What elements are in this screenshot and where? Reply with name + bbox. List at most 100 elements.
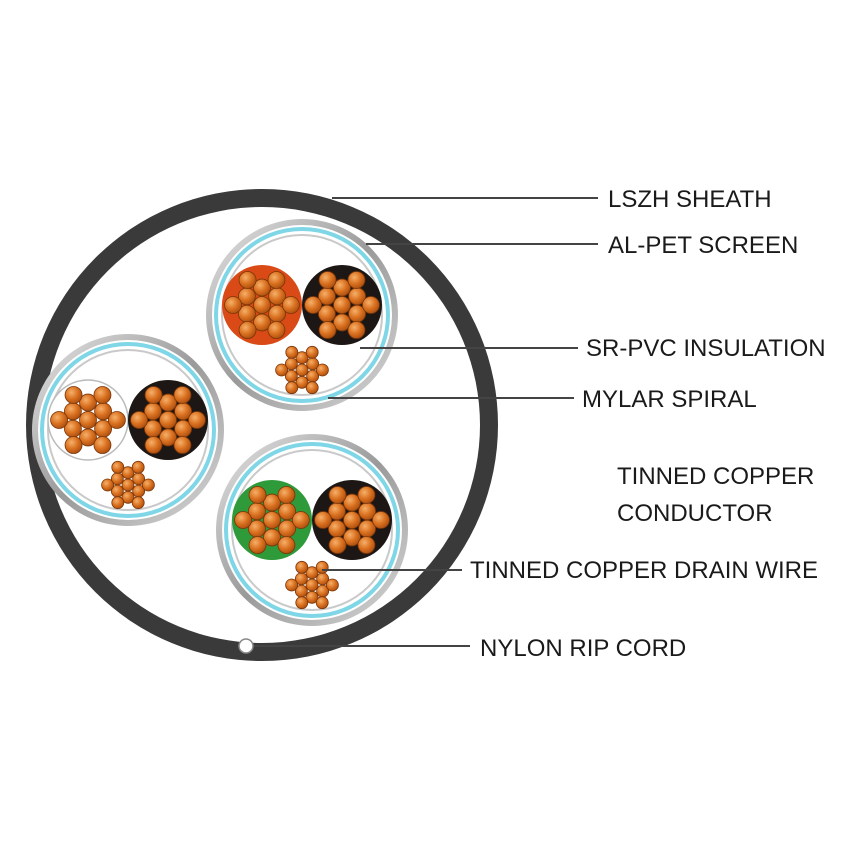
copper-strand — [238, 271, 257, 289]
label-al-pet-screen: AL-PET SCREEN — [608, 232, 798, 259]
copper-strand — [79, 411, 97, 429]
tinned-copper-drain-wire — [285, 560, 339, 610]
copper-strand — [187, 411, 206, 429]
copper-strand — [64, 386, 83, 404]
copper-strand — [371, 511, 390, 529]
copper-strand — [141, 478, 155, 492]
copper-strand — [277, 536, 296, 554]
nylon-rip-cord — [238, 638, 254, 654]
copper-strand — [253, 296, 271, 314]
copper-strand — [64, 436, 83, 454]
mylar-spiral — [214, 227, 390, 403]
copper-strand — [111, 496, 125, 510]
pair-bottom — [216, 434, 408, 626]
copper-strand — [253, 313, 271, 332]
copper-strand — [328, 536, 347, 554]
copper-strand — [234, 511, 253, 529]
label-sr-pvc-insulation: SR-PVC INSULATION — [586, 335, 826, 362]
copper-strand — [131, 460, 145, 474]
copper-strand — [121, 478, 135, 492]
tinned-copper-drain-wire — [101, 460, 155, 510]
copper-strand — [263, 493, 281, 512]
copper-strand — [130, 411, 149, 429]
copper-strand — [144, 436, 163, 454]
mylar-spiral — [40, 342, 216, 518]
copper-strand — [295, 560, 309, 574]
copper-strand — [173, 436, 192, 454]
copper-strand — [281, 296, 300, 314]
pair-left — [32, 334, 224, 526]
copper-strand — [295, 596, 309, 610]
copper-strand — [267, 321, 286, 339]
screen-inner-grey — [231, 449, 393, 611]
copper-strand — [159, 428, 177, 447]
copper-strand — [79, 428, 97, 447]
copper-strand — [343, 511, 361, 529]
copper-strand — [131, 496, 145, 510]
copper-strand — [295, 363, 309, 377]
pairs-layer — [32, 219, 408, 626]
copper-strand — [291, 511, 310, 529]
copper-strand — [333, 296, 351, 314]
copper-strand — [333, 278, 351, 297]
copper-strand — [285, 381, 299, 395]
copper-strand — [121, 466, 135, 480]
copper-strand — [79, 393, 97, 412]
copper-strand — [173, 386, 192, 404]
copper-strand — [275, 363, 289, 377]
copper-strand — [305, 578, 319, 592]
copper-strand — [267, 271, 286, 289]
copper-strand — [285, 578, 299, 592]
copper-strand — [305, 566, 319, 580]
copper-strand — [121, 490, 135, 504]
copper-strand — [101, 478, 114, 492]
tinned-copper-drain-wire — [275, 345, 329, 395]
tinned-copper-conductor — [314, 486, 390, 554]
screen-inner-grey — [221, 234, 383, 396]
copper-strand — [285, 345, 299, 359]
copper-strand — [50, 411, 68, 429]
copper-strand — [343, 528, 361, 547]
label-tinned-copper-conductor-line1: TINNED COPPER — [617, 463, 814, 490]
copper-strand — [347, 271, 366, 289]
label-lszh-sheath: LSZH SHEATH — [608, 186, 772, 213]
label-nylon-rip-cord: NYLON RIP CORD — [480, 635, 686, 662]
copper-strand — [248, 486, 267, 504]
copper-strand — [263, 528, 281, 547]
copper-strand — [361, 296, 380, 314]
copper-strand — [328, 486, 347, 504]
copper-strand — [253, 278, 271, 297]
leader-lines — [254, 197, 598, 647]
copper-strand — [333, 313, 351, 332]
copper-strand — [318, 271, 337, 289]
copper-strand — [295, 375, 309, 389]
copper-strand — [325, 578, 339, 592]
copper-strand — [93, 436, 112, 454]
tinned-copper-conductor — [224, 271, 300, 339]
copper-strand — [343, 493, 361, 512]
label-tinned-copper-drain-wire: TINNED COPPER DRAIN WIRE — [470, 557, 818, 584]
copper-strand — [224, 296, 243, 314]
copper-strand — [144, 386, 163, 404]
copper-strand — [263, 511, 281, 529]
copper-strand — [357, 536, 376, 554]
copper-strand — [315, 363, 329, 377]
screen-inner-grey — [47, 349, 209, 511]
copper-strand — [315, 560, 329, 574]
tinned-copper-conductor — [304, 271, 380, 339]
copper-strand — [159, 411, 177, 429]
copper-strand — [238, 321, 257, 339]
copper-strand — [159, 393, 177, 412]
mylar-spiral — [224, 442, 400, 618]
label-tinned-copper-conductor-line2: CONDUCTOR — [617, 500, 773, 527]
copper-strand — [108, 411, 126, 429]
pair-top — [206, 219, 398, 411]
copper-strand — [357, 486, 376, 504]
tinned-copper-conductor — [130, 386, 206, 454]
copper-strand — [304, 296, 323, 314]
copper-strand — [347, 321, 366, 339]
tinned-copper-conductor — [50, 386, 126, 454]
copper-strand — [318, 321, 337, 339]
copper-strand — [248, 536, 267, 554]
